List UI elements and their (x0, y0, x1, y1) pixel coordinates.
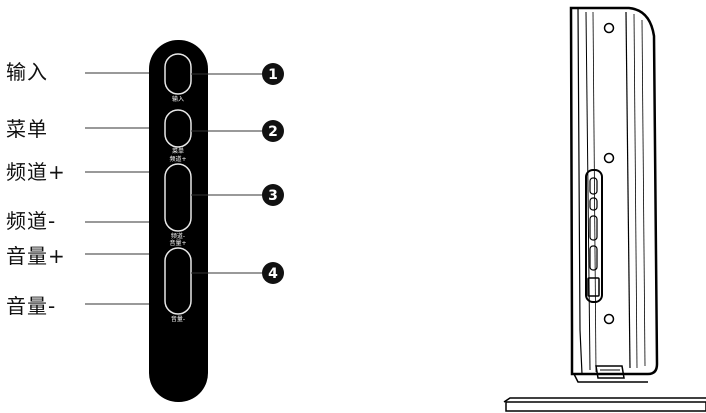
callout-circle-4 (262, 262, 284, 284)
callout-circle-3 (262, 184, 284, 206)
panel-caption-volume-down: 音量- (171, 315, 185, 323)
menu-button[interactable] (164, 109, 192, 148)
label-volume-up: 音量+ (6, 244, 66, 268)
tv-side-view (503, 6, 706, 412)
tv-screw-middle (603, 152, 615, 164)
tv-side-button-panel (585, 169, 603, 303)
tv-screw-bottom (603, 313, 615, 325)
label-input: 输入 (6, 60, 48, 84)
label-channel-down: 频道- (6, 209, 57, 233)
tv-hinge (595, 365, 625, 379)
callout-number-3: 3 (268, 188, 278, 204)
callout-number-2: 2 (268, 124, 278, 140)
volume-rocker-button[interactable] (164, 247, 192, 315)
callout-circle-2 (262, 120, 284, 142)
channel-rocker-button[interactable] (164, 163, 192, 232)
callout-number-4: 4 (268, 266, 278, 282)
tv-screw-top (603, 22, 615, 34)
callout-circle-1 (262, 63, 284, 85)
panel-caption-volume-up: 音量+ (169, 239, 186, 247)
label-volume-down: 音量- (6, 294, 57, 318)
input-button[interactable] (164, 53, 192, 95)
label-channel-up: 频道+ (6, 160, 66, 184)
tv-body-outline (569, 6, 659, 376)
panel-caption-input: 输入 (172, 95, 184, 103)
tv-stand-base (503, 397, 706, 403)
label-menu: 菜单 (6, 117, 48, 141)
panel-caption-channel-up: 频道+ (169, 155, 186, 163)
callout-number-1: 1 (268, 67, 278, 83)
panel-caption-menu: 菜单 (172, 147, 184, 155)
panel-caption-channel-down: 频道- (171, 232, 185, 240)
